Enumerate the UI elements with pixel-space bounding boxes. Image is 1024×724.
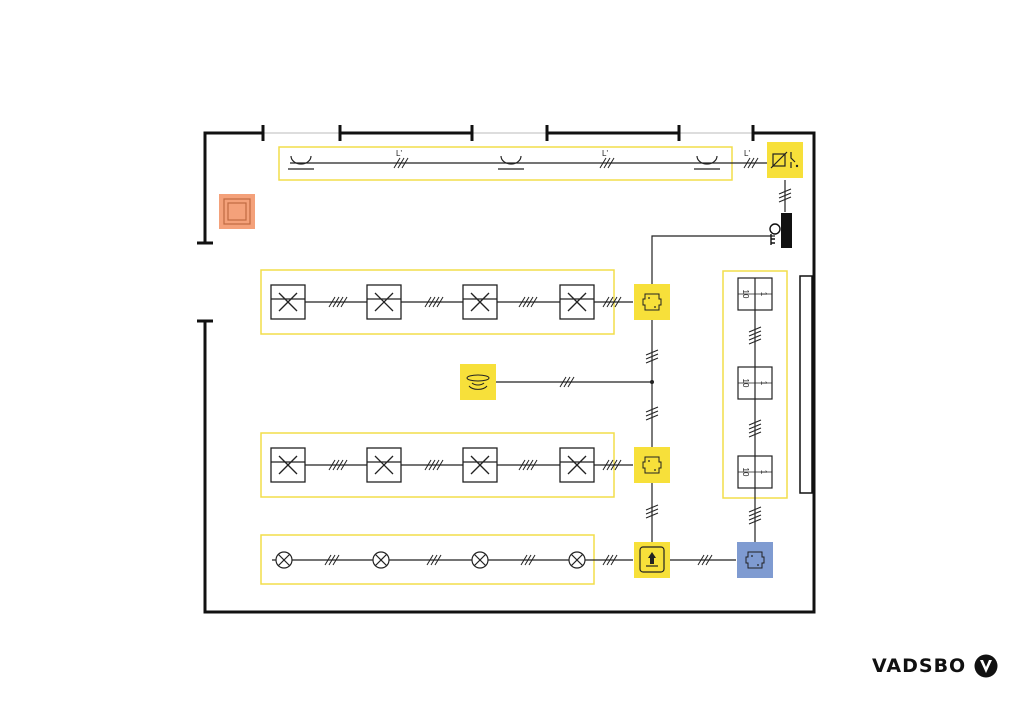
presence-sensor-icon — [460, 364, 496, 400]
module-label-a: 10 — [741, 290, 750, 299]
module-label-a: 10 — [741, 379, 750, 388]
windows — [261, 125, 755, 141]
wall-panel-icon — [219, 194, 255, 229]
module-label-b: 1 — [759, 470, 768, 475]
junction — [650, 380, 654, 384]
dali-modules: 10 1 10 1 10 1 — [737, 277, 773, 489]
phase-label: L' — [396, 149, 402, 158]
panel-light-icon — [559, 284, 595, 320]
room-controllers — [634, 284, 670, 483]
dali-module-icon: 10 1 — [737, 277, 773, 311]
phase-labels: L' L' L' — [396, 149, 750, 158]
panel-light-icon — [366, 447, 402, 483]
module-label-b: 1 — [759, 381, 768, 386]
room-controller-icon — [634, 284, 670, 320]
pendant-light-icon — [275, 551, 293, 569]
brand-logo: VADSBO — [872, 652, 998, 680]
pendant-light-icon — [471, 551, 489, 569]
wiring — [272, 162, 786, 561]
zones — [260, 146, 788, 585]
panel-light-icon — [270, 284, 306, 320]
pendant-light-icon — [372, 551, 390, 569]
panel-light-icon — [559, 447, 595, 483]
room-controller-icon — [634, 447, 670, 483]
panel-light-icon — [462, 447, 498, 483]
dali-module-icon: 10 1 — [737, 366, 773, 400]
panel-light-icon — [270, 447, 306, 483]
blue-controller-icon — [737, 542, 773, 578]
phase-label: L' — [602, 149, 608, 158]
wire-ticks — [324, 157, 792, 566]
panel-lights — [270, 284, 595, 483]
key-switch-icon — [769, 213, 792, 248]
brand-name: VADSBO — [872, 655, 967, 677]
module-label-a: 10 — [741, 468, 750, 477]
pendant-light-icon — [568, 551, 586, 569]
pendant-lights — [275, 551, 586, 569]
linear-light-icon — [498, 155, 524, 170]
linear-lights — [288, 155, 720, 170]
relay-icon — [767, 142, 803, 178]
linear-light-icon — [694, 155, 720, 170]
phase-label: L' — [744, 149, 750, 158]
push-button-icon — [634, 542, 670, 578]
dali-module-icon: 10 1 — [737, 455, 773, 489]
module-label-b: 1 — [759, 292, 768, 297]
panel-light-icon — [462, 284, 498, 320]
panel-light-icon — [366, 284, 402, 320]
linear-light-icon — [288, 155, 314, 170]
whiteboard — [799, 275, 813, 494]
vadsbo-logo-icon — [974, 654, 998, 678]
walls — [197, 131, 816, 614]
